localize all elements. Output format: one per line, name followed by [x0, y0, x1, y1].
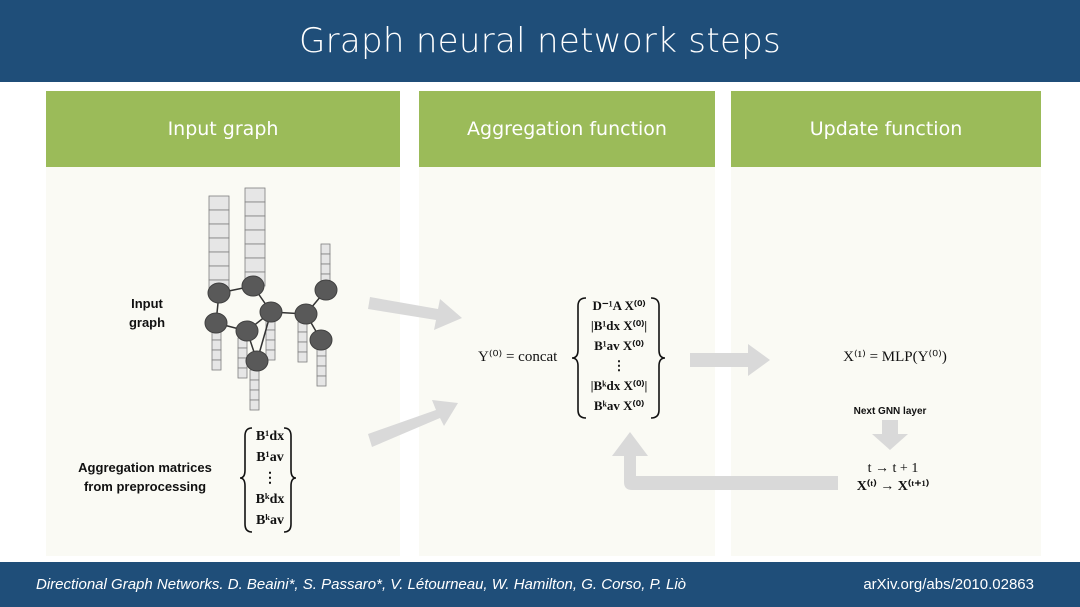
- feature-vector-e: [237, 337, 248, 379]
- arrow-matrices-to-aggregation: [368, 400, 458, 447]
- feature-vector-h: [316, 345, 327, 387]
- update-panel: Update function: [731, 91, 1041, 556]
- concat-term-b1-dx: |B¹dx X⁽⁰⁾|: [590, 318, 648, 333]
- arrow-aggregation-to-update: [690, 344, 770, 376]
- update-panel-title: Update function: [731, 91, 1041, 167]
- feature-vectors: [208, 187, 331, 411]
- concat-term-bk-dx: |Bᵏdx X⁽⁰⁾|: [590, 378, 648, 393]
- feature-vector-i: [249, 369, 260, 411]
- aggregation-lhs: Y⁽⁰⁾ = concat: [478, 349, 558, 365]
- feature-vector-b: [244, 187, 266, 287]
- matrix-ellipsis: ⋮: [263, 471, 277, 486]
- arrow-next-layer-down: [872, 420, 908, 450]
- concat-term-ellipsis: ⋮: [612, 358, 626, 373]
- aggregation-matrices-label: Aggregation matrices from preprocessing: [78, 460, 212, 494]
- input-graph-panel: Input graph: [46, 91, 400, 556]
- next-gnn-layer-label: Next GNN layer: [853, 406, 927, 417]
- arrow-graph-to-aggregation: [368, 297, 462, 330]
- arrow-loop-back: [612, 432, 838, 490]
- concat-term-bk-av: Bᵏav X⁽⁰⁾: [593, 398, 645, 413]
- concat-term-stack: D⁻¹A X⁽⁰⁾ |B¹dx X⁽⁰⁾| B¹av X⁽⁰⁾ ⋮ |Bᵏdx …: [582, 296, 656, 416]
- input-graph-panel-title: Input graph: [46, 91, 400, 167]
- aggregation-panel-title: Aggregation function: [419, 91, 715, 167]
- matrix-bk-dx: Bᵏdx: [255, 492, 285, 507]
- update-equation: X⁽¹⁾ = MLP(Y⁽⁰⁾): [843, 349, 947, 365]
- citation: Directional Graph Networks. D. Beaini*, …: [36, 576, 687, 593]
- graph-nodes: [204, 275, 338, 372]
- flow-arrows: [368, 297, 908, 490]
- matrix-b1-dx: B¹dx: [255, 429, 285, 444]
- feature-vector-g: [297, 321, 308, 363]
- concat-term-b1-av: B¹av X⁽⁰⁾: [594, 338, 644, 353]
- title-bar: Graph neural network steps: [0, 0, 1080, 82]
- feature-vector-a: [208, 195, 230, 295]
- iteration-feature-step: X⁽ᵗ⁾ → X⁽ᵗ⁺¹⁾: [856, 479, 930, 494]
- iteration-time-step: t → t + 1: [867, 461, 919, 476]
- aggregation-matrix-stack: B¹dx B¹av ⋮ Bᵏdx Bᵏav: [250, 426, 290, 531]
- feature-vector-c: [320, 243, 331, 285]
- matrix-bk-av: Bᵏav: [255, 513, 285, 528]
- feature-vector-f: [265, 319, 276, 361]
- concat-term-adjacency: D⁻¹A X⁽⁰⁾: [592, 298, 646, 313]
- page-title: Graph neural network steps: [298, 21, 782, 61]
- input-graph-label: Input graph: [128, 296, 166, 330]
- iteration-step: t → t + 1 X⁽ᵗ⁾ → X⁽ᵗ⁺¹⁾: [830, 460, 956, 496]
- matrix-b1-av: B¹av: [256, 450, 284, 465]
- footer-bar: Directional Graph Networks. D. Beaini*, …: [0, 562, 1080, 607]
- concat-braces: [571, 297, 666, 419]
- arxiv-link[interactable]: arXiv.org/abs/2010.02863: [863, 576, 1034, 593]
- matrix-braces: [239, 427, 297, 533]
- feature-vector-d: [211, 329, 222, 371]
